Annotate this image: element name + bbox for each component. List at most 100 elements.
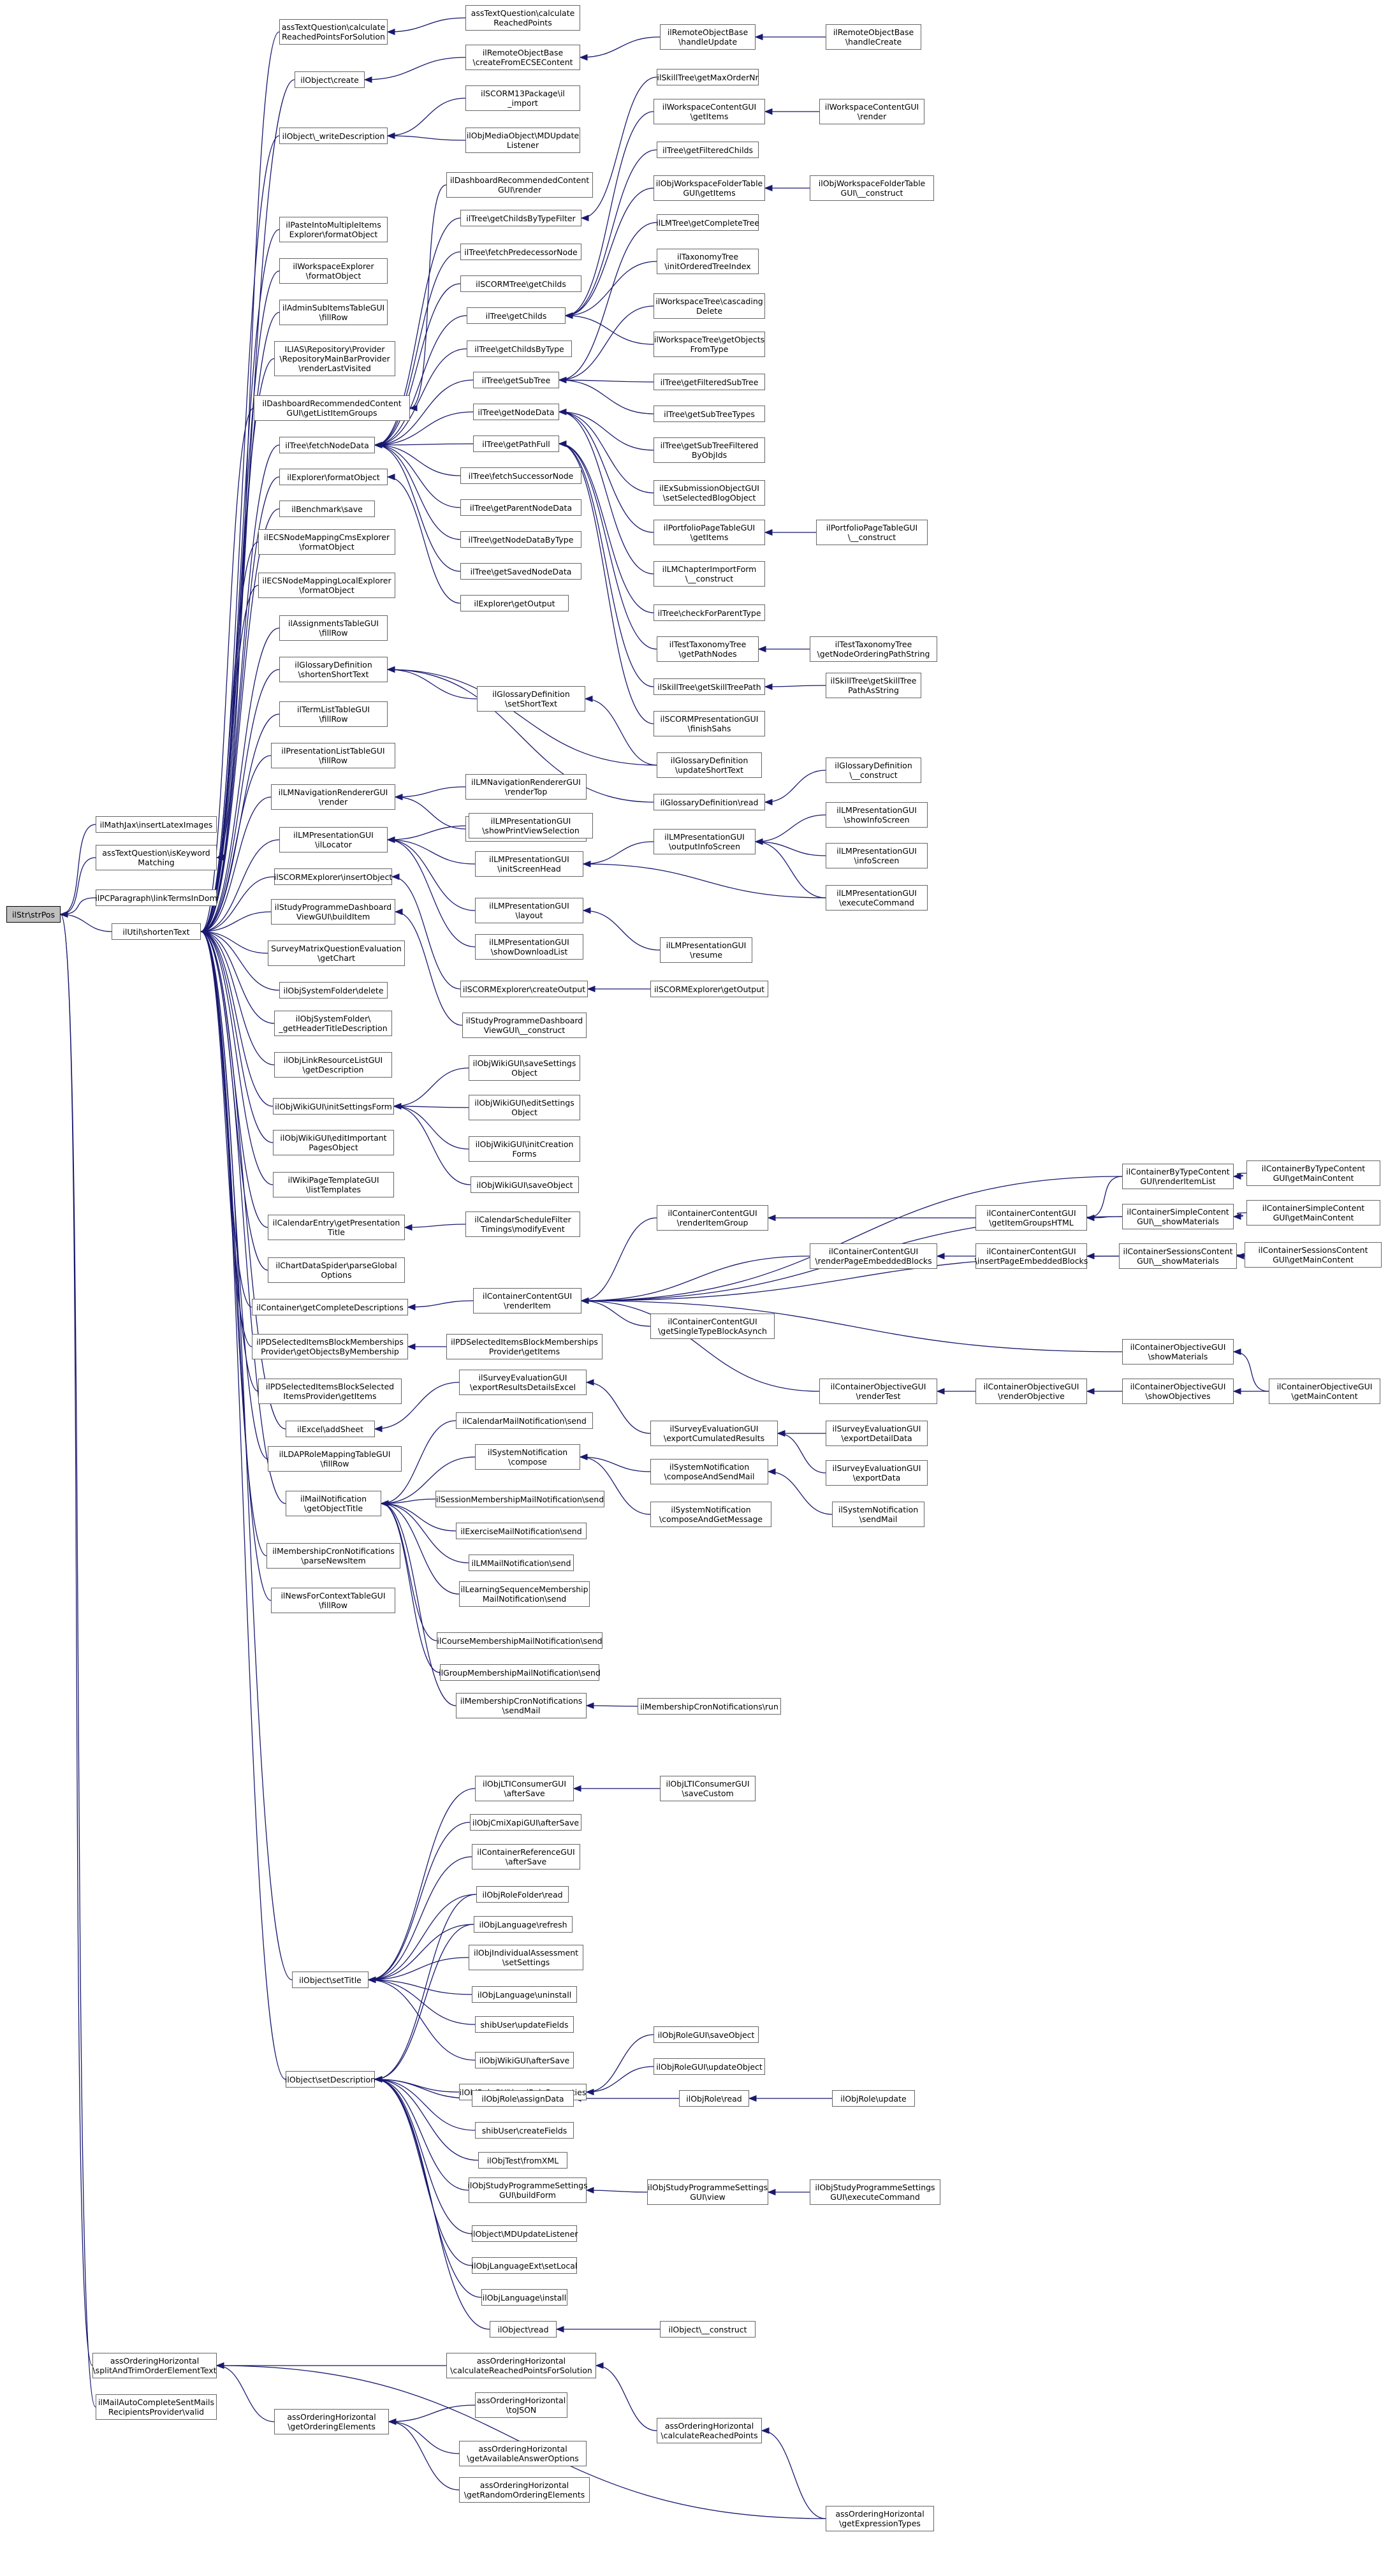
- graph-node[interactable]: ilWikiPageTemplateGUI \listTemplates: [273, 1172, 394, 1197]
- graph-node[interactable]: ilMailNotification \getObjectTitle: [286, 1491, 381, 1516]
- graph-node[interactable]: ilSCORMExplorer\insertObject: [274, 868, 392, 885]
- graph-node[interactable]: ilObjSystemFolder\ _getHeaderTitleDescri…: [274, 1011, 392, 1036]
- graph-node[interactable]: ilPCParagraph\linkTermsInDom: [95, 889, 217, 906]
- graph-node[interactable]: ilTree\getChilds: [467, 307, 566, 324]
- graph-node[interactable]: ilMembershipCronNotifications \parseNews…: [267, 1543, 400, 1569]
- graph-node[interactable]: ilCourseMembershipMailNotification\send: [437, 1632, 603, 1649]
- graph-node[interactable]: ilSystemNotification \composeAndGetMessa…: [650, 1502, 771, 1527]
- graph-node[interactable]: ilSurveyEvaluationGUI \exportDetailData: [826, 1421, 928, 1446]
- graph-node[interactable]: ilTree\fetchSuccessorNode: [460, 467, 581, 484]
- graph-node[interactable]: ilContainerContentGUI \renderPageEmbedde…: [810, 1243, 937, 1269]
- graph-node[interactable]: ilECSNodeMappingLocalExplorer \formatObj…: [258, 573, 395, 598]
- graph-node[interactable]: ilContainerObjectiveGUI \renderTest: [819, 1379, 937, 1404]
- graph-node[interactable]: assOrderingHorizontal \splitAndTrimOrder…: [92, 2353, 217, 2378]
- graph-node[interactable]: ilExcel\addSheet: [286, 1421, 375, 1437]
- graph-node[interactable]: ilObjWorkspaceFolderTable GUI\getItems: [654, 175, 765, 201]
- graph-node[interactable]: ilMembershipCronNotifications \sendMail: [456, 1693, 587, 1718]
- graph-node[interactable]: ilAssignmentsTableGUI \fillRow: [279, 615, 388, 641]
- graph-node[interactable]: ilObjMediaObject\MDUpdate Listener: [465, 128, 580, 153]
- graph-node[interactable]: ilObjRole\update: [832, 2090, 915, 2107]
- graph-node[interactable]: assOrderingHorizontal \toJSON: [475, 2392, 567, 2418]
- graph-node[interactable]: ilSkillTree\getMaxOrderNr: [657, 69, 759, 85]
- graph-node[interactable]: ilTree\getSubTreeTypes: [654, 406, 765, 422]
- graph-node[interactable]: ilTree\getPathFull: [473, 435, 559, 452]
- graph-node[interactable]: ilExSubmissionObjectGUI \setSelectedBlog…: [654, 480, 765, 506]
- graph-node[interactable]: ilExplorer\formatObject: [279, 469, 388, 485]
- graph-node[interactable]: ilNewsForContextTableGUI \fillRow: [271, 1588, 395, 1613]
- graph-node[interactable]: ilObjWikiGUI\editSettings Object: [469, 1095, 580, 1120]
- graph-node[interactable]: ilSCORMTree\getChilds: [460, 275, 581, 292]
- graph-node[interactable]: assOrderingHorizontal \getAvailableAnswe…: [459, 2441, 587, 2466]
- graph-node[interactable]: ilObjLanguage\uninstall: [472, 1986, 577, 2003]
- graph-node[interactable]: SurveyMatrixQuestionEvaluation \getChart: [268, 940, 405, 966]
- graph-node[interactable]: assOrderingHorizontal \calculateReachedP…: [657, 2418, 762, 2443]
- graph-node[interactable]: ilGlossaryDefinition \shortenShortText: [279, 657, 388, 682]
- graph-node[interactable]: assOrderingHorizontal \getOrderingElemen…: [274, 2409, 389, 2434]
- graph-node[interactable]: ilCalendarScheduleFilter Timings\modifyE…: [465, 1211, 580, 1237]
- graph-node[interactable]: assOrderingHorizontal \calculateReachedP…: [446, 2353, 596, 2378]
- graph-node[interactable]: ilTree\getSubTreeFiltered ByObjIds: [654, 437, 765, 463]
- graph-node[interactable]: ilContainerSimpleContent GUI\getMainCont…: [1246, 1200, 1380, 1226]
- graph-node[interactable]: ilWorkspaceExplorer \formatObject: [279, 258, 388, 284]
- graph-node[interactable]: ilWorkspaceTree\cascading Delete: [654, 293, 765, 319]
- graph-node[interactable]: ilObject\MDUpdateListener: [471, 2225, 578, 2242]
- graph-node[interactable]: ilTree\fetchPredecessorNode: [460, 244, 581, 260]
- graph-node[interactable]: ilAdminSubItemsTableGUI \fillRow: [279, 300, 388, 325]
- graph-node[interactable]: ilObjRole\read: [679, 2090, 749, 2107]
- graph-node[interactable]: ilTree\getFilteredChilds: [657, 142, 759, 158]
- graph-node[interactable]: ilLMPresentationGUI \executeCommand: [826, 885, 928, 911]
- graph-node[interactable]: ilCalendarEntry\getPresentation Title: [268, 1215, 405, 1240]
- graph-node[interactable]: ilGlossaryDefinition \updateShortText: [657, 752, 762, 778]
- graph-node[interactable]: ilObjStudyProgrammeSettings GUI\buildFor…: [467, 2177, 588, 2203]
- graph-node[interactable]: ilObjTest\fromXML: [478, 2152, 567, 2169]
- graph-node[interactable]: ilObjLanguage\refresh: [474, 1916, 573, 1933]
- graph-node[interactable]: ilWorkspaceContentGUI \getItems: [654, 99, 765, 124]
- graph-node[interactable]: ilContainerContentGUI \renderItemGroup: [657, 1205, 768, 1231]
- graph-node[interactable]: ilObjRoleGUI\saveObject: [654, 2026, 759, 2043]
- graph-node[interactable]: ilTree\getSavedNodeData: [460, 563, 581, 580]
- graph-node[interactable]: ilObjLanguageExt\setLocal: [472, 2257, 577, 2274]
- graph-node[interactable]: shibUser\createFields: [475, 2122, 574, 2139]
- graph-node[interactable]: ilECSNodeMappingCmsExplorer \formatObjec…: [258, 529, 395, 555]
- graph-node[interactable]: ilChartDataSpider\parseGlobal Options: [268, 1257, 405, 1283]
- graph-node[interactable]: ilSystemNotification \sendMail: [832, 1502, 924, 1527]
- graph-node[interactable]: ilLMChapterImportForm \__construct: [654, 561, 765, 587]
- graph-node[interactable]: ilTree\getChildsByTypeFilter: [460, 210, 581, 226]
- graph-node[interactable]: ilSkillTree\getSkillTreePath: [654, 678, 765, 695]
- graph-node[interactable]: ilTree\getNodeDataByType: [460, 531, 581, 548]
- graph-node[interactable]: ilPasteIntoMultipleItems Explorer\format…: [279, 217, 388, 242]
- graph-node[interactable]: ilSurveyEvaluationGUI \exportResultsDeta…: [459, 1370, 587, 1395]
- graph-node[interactable]: ilPresentationListTableGUI \fillRow: [271, 743, 395, 768]
- graph-node[interactable]: ilGlossaryDefinition \__construct: [826, 757, 921, 783]
- graph-node[interactable]: ilWorkspaceContentGUI \render: [819, 99, 924, 124]
- graph-node[interactable]: ilObjWikiGUI\initCreation Forms: [469, 1136, 580, 1162]
- graph-node[interactable]: ilSCORM13Package\il _import: [465, 85, 580, 111]
- graph-node[interactable]: ilRemoteObjectBase \createFromECSEConten…: [465, 45, 580, 70]
- graph-node[interactable]: ilContainerSessionsContent GUI\getMainCo…: [1245, 1242, 1382, 1268]
- graph-node[interactable]: ilObjIndividualAssessment \setSettings: [469, 1945, 583, 1970]
- graph-node[interactable]: ilContainerContentGUI \getItemGroupsHTML: [975, 1205, 1087, 1231]
- graph-node[interactable]: ilObjWikiGUI\editImportant PagesObject: [273, 1130, 394, 1155]
- graph-node[interactable]: ilSCORMExplorer\createOutput: [460, 981, 588, 997]
- graph-node[interactable]: ilContainerSimpleContent GUI\__showMater…: [1122, 1204, 1234, 1229]
- graph-node[interactable]: ilBenchmark\save: [279, 501, 375, 517]
- graph-node[interactable]: ilGlossaryDefinition\read: [654, 794, 765, 810]
- graph-node[interactable]: assTextQuestion\isKeyword Matching: [96, 845, 217, 870]
- graph-node[interactable]: assOrderingHorizontal \getExpressionType…: [826, 2506, 934, 2531]
- graph-node[interactable]: ilTree\fetchNodeData: [279, 437, 375, 453]
- graph-node[interactable]: ilObject\setDescription: [285, 2071, 376, 2088]
- graph-node[interactable]: ilTaxonomyTree \initOrderedTreeIndex: [657, 249, 759, 274]
- graph-node[interactable]: ilPortfolioPageTableGUI \__construct: [816, 520, 928, 545]
- graph-node[interactable]: ilMailAutoCompleteSentMails RecipientsPr…: [96, 2394, 217, 2420]
- graph-node[interactable]: ilPDSelectedItemsBlockMemberships Provid…: [252, 1334, 408, 1359]
- graph-node[interactable]: ilContainerContentGUI \renderItem: [473, 1288, 581, 1314]
- graph-node[interactable]: ilObjWorkspaceFolderTable GUI\__construc…: [810, 175, 934, 201]
- graph-node[interactable]: ilTestTaxonomyTree \getPathNodes: [657, 636, 759, 662]
- graph-node[interactable]: ilDashboardRecommendedContent GUI\getLis…: [254, 395, 410, 421]
- focus-node[interactable]: ilStr\strPos: [6, 906, 61, 923]
- graph-node[interactable]: ilTree\checkForParentType: [654, 604, 765, 621]
- graph-node[interactable]: ilPortfolioPageTableGUI \getItems: [654, 520, 765, 545]
- graph-node[interactable]: ilObjWikiGUI\initSettingsForm: [273, 1098, 394, 1115]
- graph-node[interactable]: ilContainerObjectiveGUI \showObjectives: [1122, 1379, 1234, 1404]
- graph-node[interactable]: ilDashboardRecommendedContent GUI\render: [446, 172, 593, 198]
